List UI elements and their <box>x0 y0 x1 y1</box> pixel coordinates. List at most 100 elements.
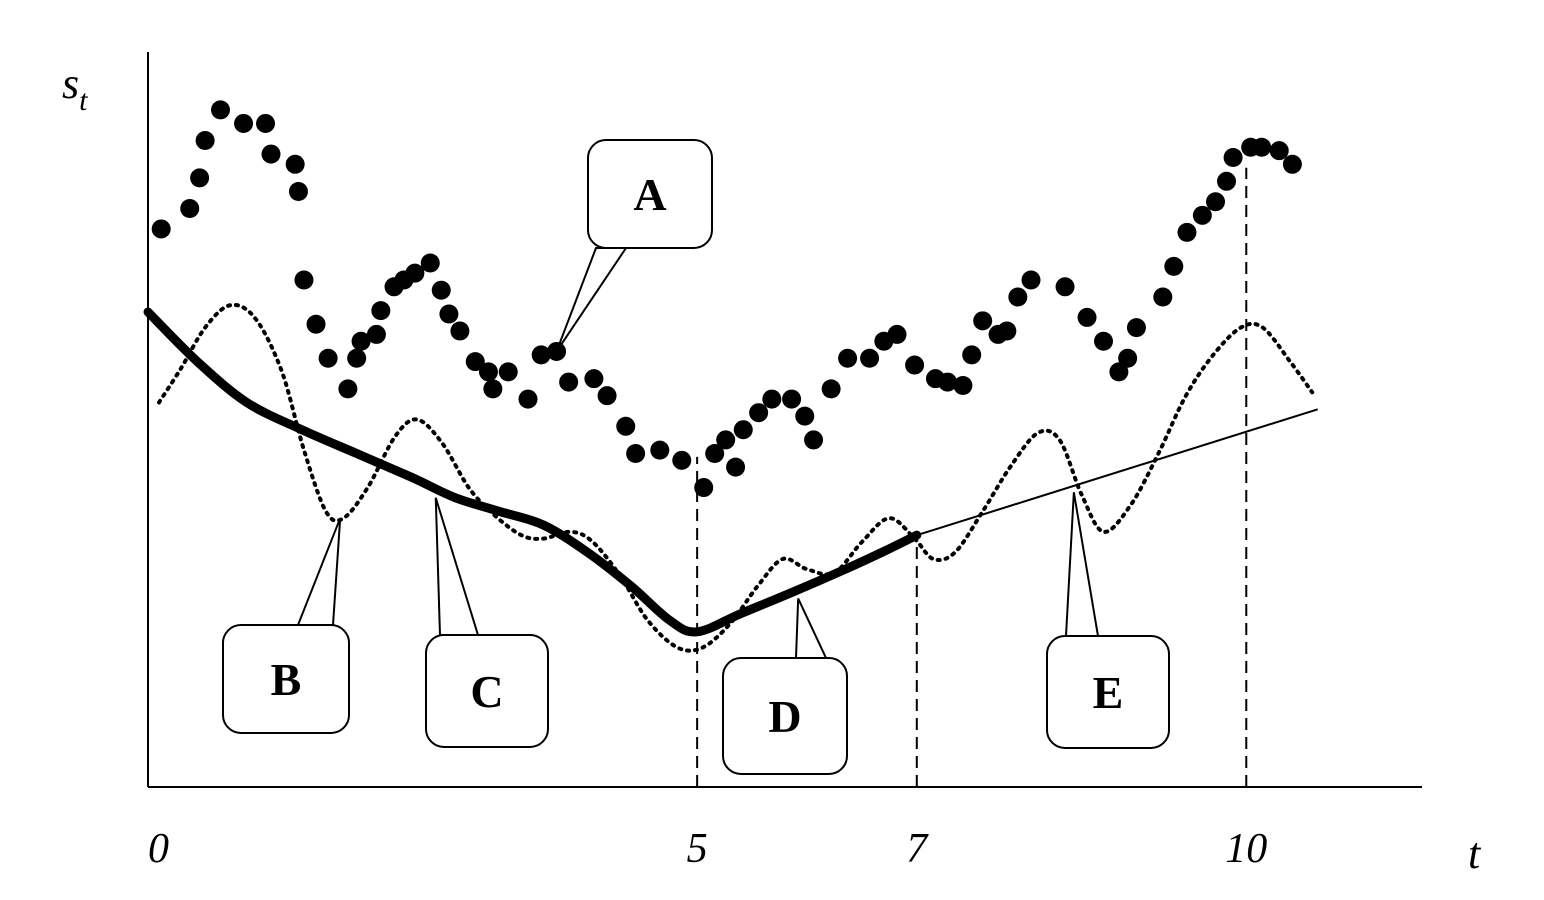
data-point <box>584 369 604 389</box>
data-point <box>1217 171 1237 191</box>
data-point <box>705 444 725 464</box>
callout-box <box>1046 635 1170 749</box>
data-point <box>1164 256 1184 276</box>
series-layer <box>143 100 1318 653</box>
series-a-dots <box>151 100 1302 498</box>
data-point <box>431 280 451 300</box>
data-point <box>478 362 498 382</box>
data-point <box>1269 141 1289 161</box>
data-point <box>1008 287 1028 307</box>
x-tick-label: 0 <box>148 826 169 872</box>
data-point <box>420 253 440 273</box>
data-point <box>1109 362 1129 382</box>
data-point <box>151 219 171 239</box>
data-point <box>450 321 470 341</box>
callout-label: E <box>1093 667 1124 718</box>
data-point <box>1126 318 1146 338</box>
data-point <box>672 450 692 470</box>
data-point <box>838 348 858 368</box>
data-point <box>782 389 802 409</box>
data-point <box>1177 222 1197 242</box>
data-point <box>518 389 538 409</box>
data-point <box>294 270 314 290</box>
callout-box <box>587 139 713 249</box>
series-b-dotted-curve <box>157 302 1315 653</box>
callout-c: C <box>425 634 549 748</box>
data-point <box>1021 270 1041 290</box>
callout-e: E <box>1046 635 1170 749</box>
data-point <box>716 430 736 450</box>
callout-label: B <box>271 654 302 705</box>
data-point <box>338 379 358 399</box>
data-point <box>439 304 459 324</box>
data-point <box>498 362 518 382</box>
data-point <box>371 301 391 321</box>
data-point <box>749 403 769 423</box>
callout-box <box>425 634 549 748</box>
callout-box <box>722 657 848 775</box>
data-point <box>726 457 746 477</box>
data-point <box>1118 348 1138 368</box>
data-point <box>1192 205 1212 225</box>
data-point <box>190 168 210 188</box>
data-point <box>762 389 782 409</box>
data-point <box>483 379 503 399</box>
data-point <box>860 348 880 368</box>
data-point <box>616 416 636 436</box>
data-point <box>306 314 326 334</box>
data-point <box>195 130 215 150</box>
data-point <box>318 348 338 368</box>
data-point <box>1153 287 1173 307</box>
data-point <box>405 263 425 283</box>
callout-d-pointer <box>794 598 828 659</box>
callout-d: D <box>722 657 848 775</box>
data-point <box>597 386 617 406</box>
data-point <box>288 182 308 202</box>
data-point <box>973 311 993 331</box>
data-point <box>210 100 230 120</box>
data-point <box>905 355 925 375</box>
data-point <box>465 352 485 372</box>
callout-c-pointer <box>434 497 480 636</box>
callout-label: A <box>633 169 666 220</box>
data-point <box>821 379 841 399</box>
data-point <box>997 321 1017 341</box>
data-point <box>1206 192 1226 212</box>
x-tick-label: 10 <box>1225 826 1267 872</box>
series-c-thick-line <box>143 307 922 637</box>
data-point <box>795 406 815 426</box>
x-tick-label: 7 <box>906 826 929 872</box>
data-point <box>733 420 753 440</box>
data-point <box>261 144 281 164</box>
data-point <box>650 440 670 460</box>
data-point <box>1223 147 1243 167</box>
data-point <box>1252 137 1272 157</box>
series-e-thin-line <box>916 408 1318 537</box>
data-point <box>531 345 551 365</box>
data-point <box>559 372 579 392</box>
callout-e-pointer <box>1064 492 1100 637</box>
data-point <box>887 324 907 344</box>
callout-a: A <box>587 139 713 249</box>
data-point <box>366 324 386 344</box>
data-point <box>694 478 714 498</box>
data-point <box>347 348 367 368</box>
data-point <box>180 199 200 219</box>
callout-labels: A B C D E <box>222 139 1170 775</box>
data-point <box>962 345 982 365</box>
callout-box <box>222 624 350 734</box>
data-point <box>285 154 305 174</box>
callout-a-pointer <box>555 247 628 353</box>
data-point <box>1055 277 1075 297</box>
callout-b-pointer <box>296 517 342 626</box>
callout-label: C <box>470 666 503 717</box>
data-point <box>938 372 958 392</box>
callout-label: D <box>768 691 801 742</box>
data-point <box>256 113 276 133</box>
data-point <box>1282 154 1302 174</box>
data-point <box>626 444 646 464</box>
callout-b: B <box>222 624 350 734</box>
data-point <box>804 430 824 450</box>
